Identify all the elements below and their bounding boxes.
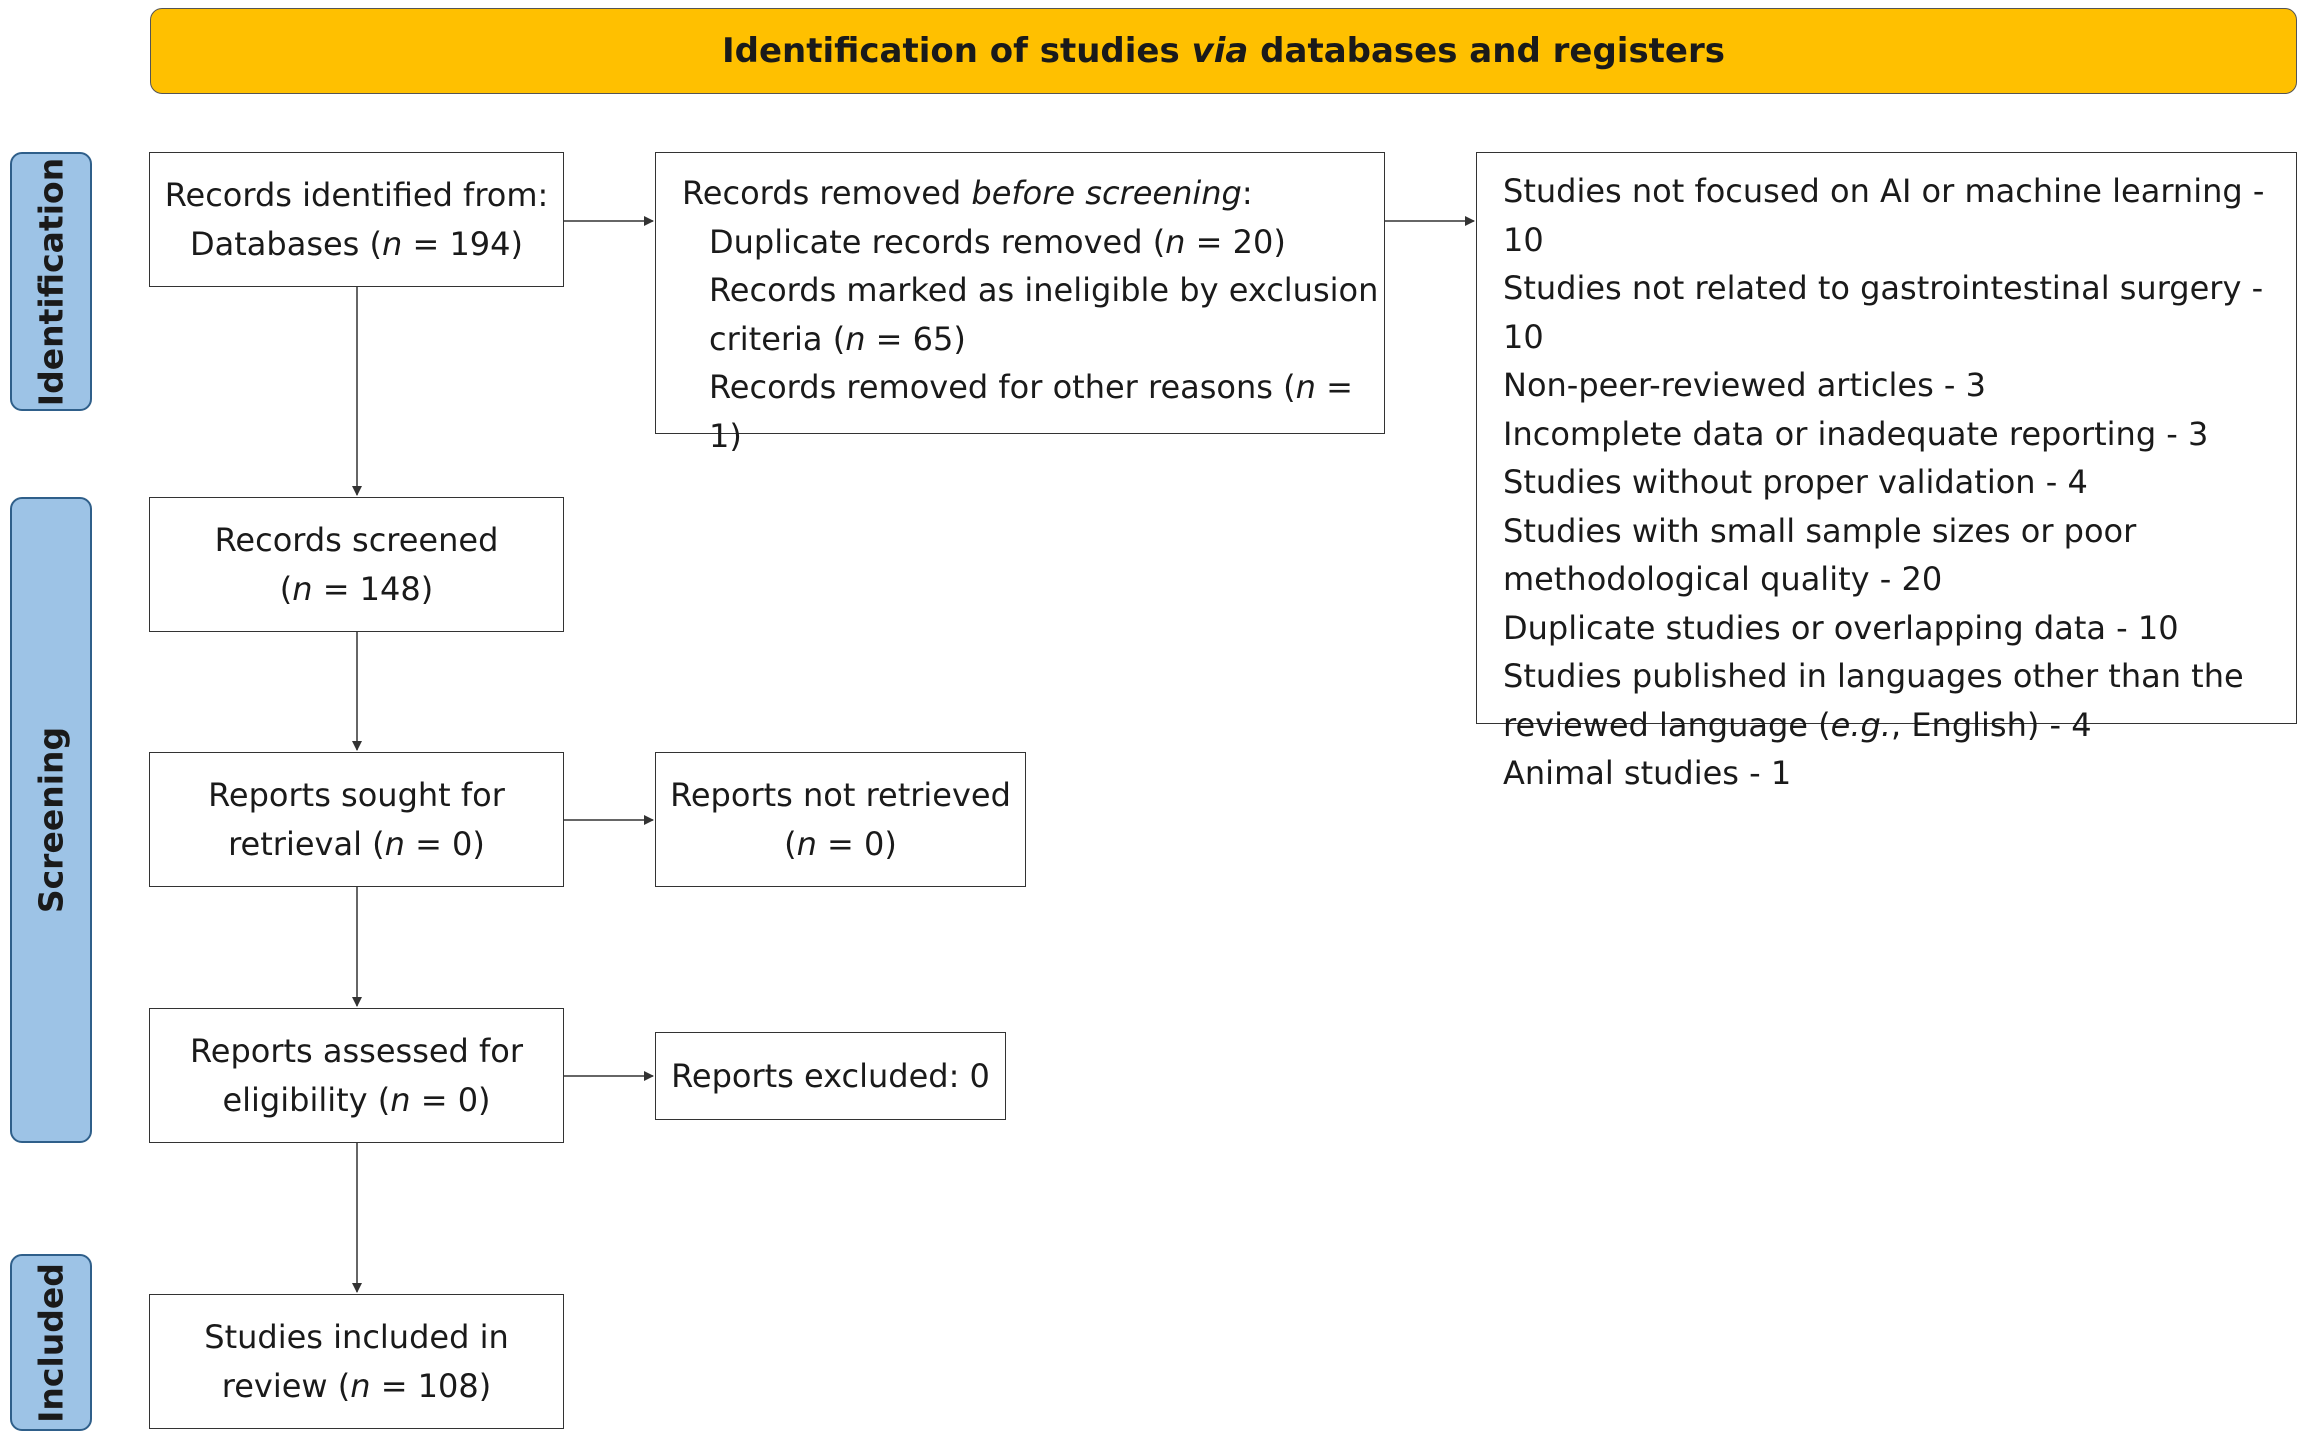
records-screened-box: Records screened (n = 148) xyxy=(149,497,564,632)
phase-banner: Identification of studies via databases … xyxy=(150,8,2297,94)
records-identified-box: Records identified from: Databases (n = … xyxy=(149,152,564,287)
exclusion-reasons-box: Studies not focused on AI or machine lea… xyxy=(1476,152,2297,792)
phase-label-screening: Screening xyxy=(10,497,92,1143)
reports-excluded-box: Reports excluded: 0 xyxy=(655,1032,1006,1120)
reports-sought-box: Reports sought for retrieval (n = 0) xyxy=(149,752,564,887)
reports-not-retrieved-box: Reports not retrieved (n = 0) xyxy=(655,752,1026,887)
studies-included-box: Studies included in review (n = 108) xyxy=(149,1294,564,1429)
reports-assessed-box: Reports assessed for eligibility (n = 0) xyxy=(149,1008,564,1143)
phase-label-included: Included xyxy=(10,1254,92,1431)
phase-label-identification: Identification xyxy=(10,152,92,411)
banner-text: Identification of studies via databases … xyxy=(721,31,1725,71)
records-removed-box: Records removed before screening: Duplic… xyxy=(655,152,1385,455)
